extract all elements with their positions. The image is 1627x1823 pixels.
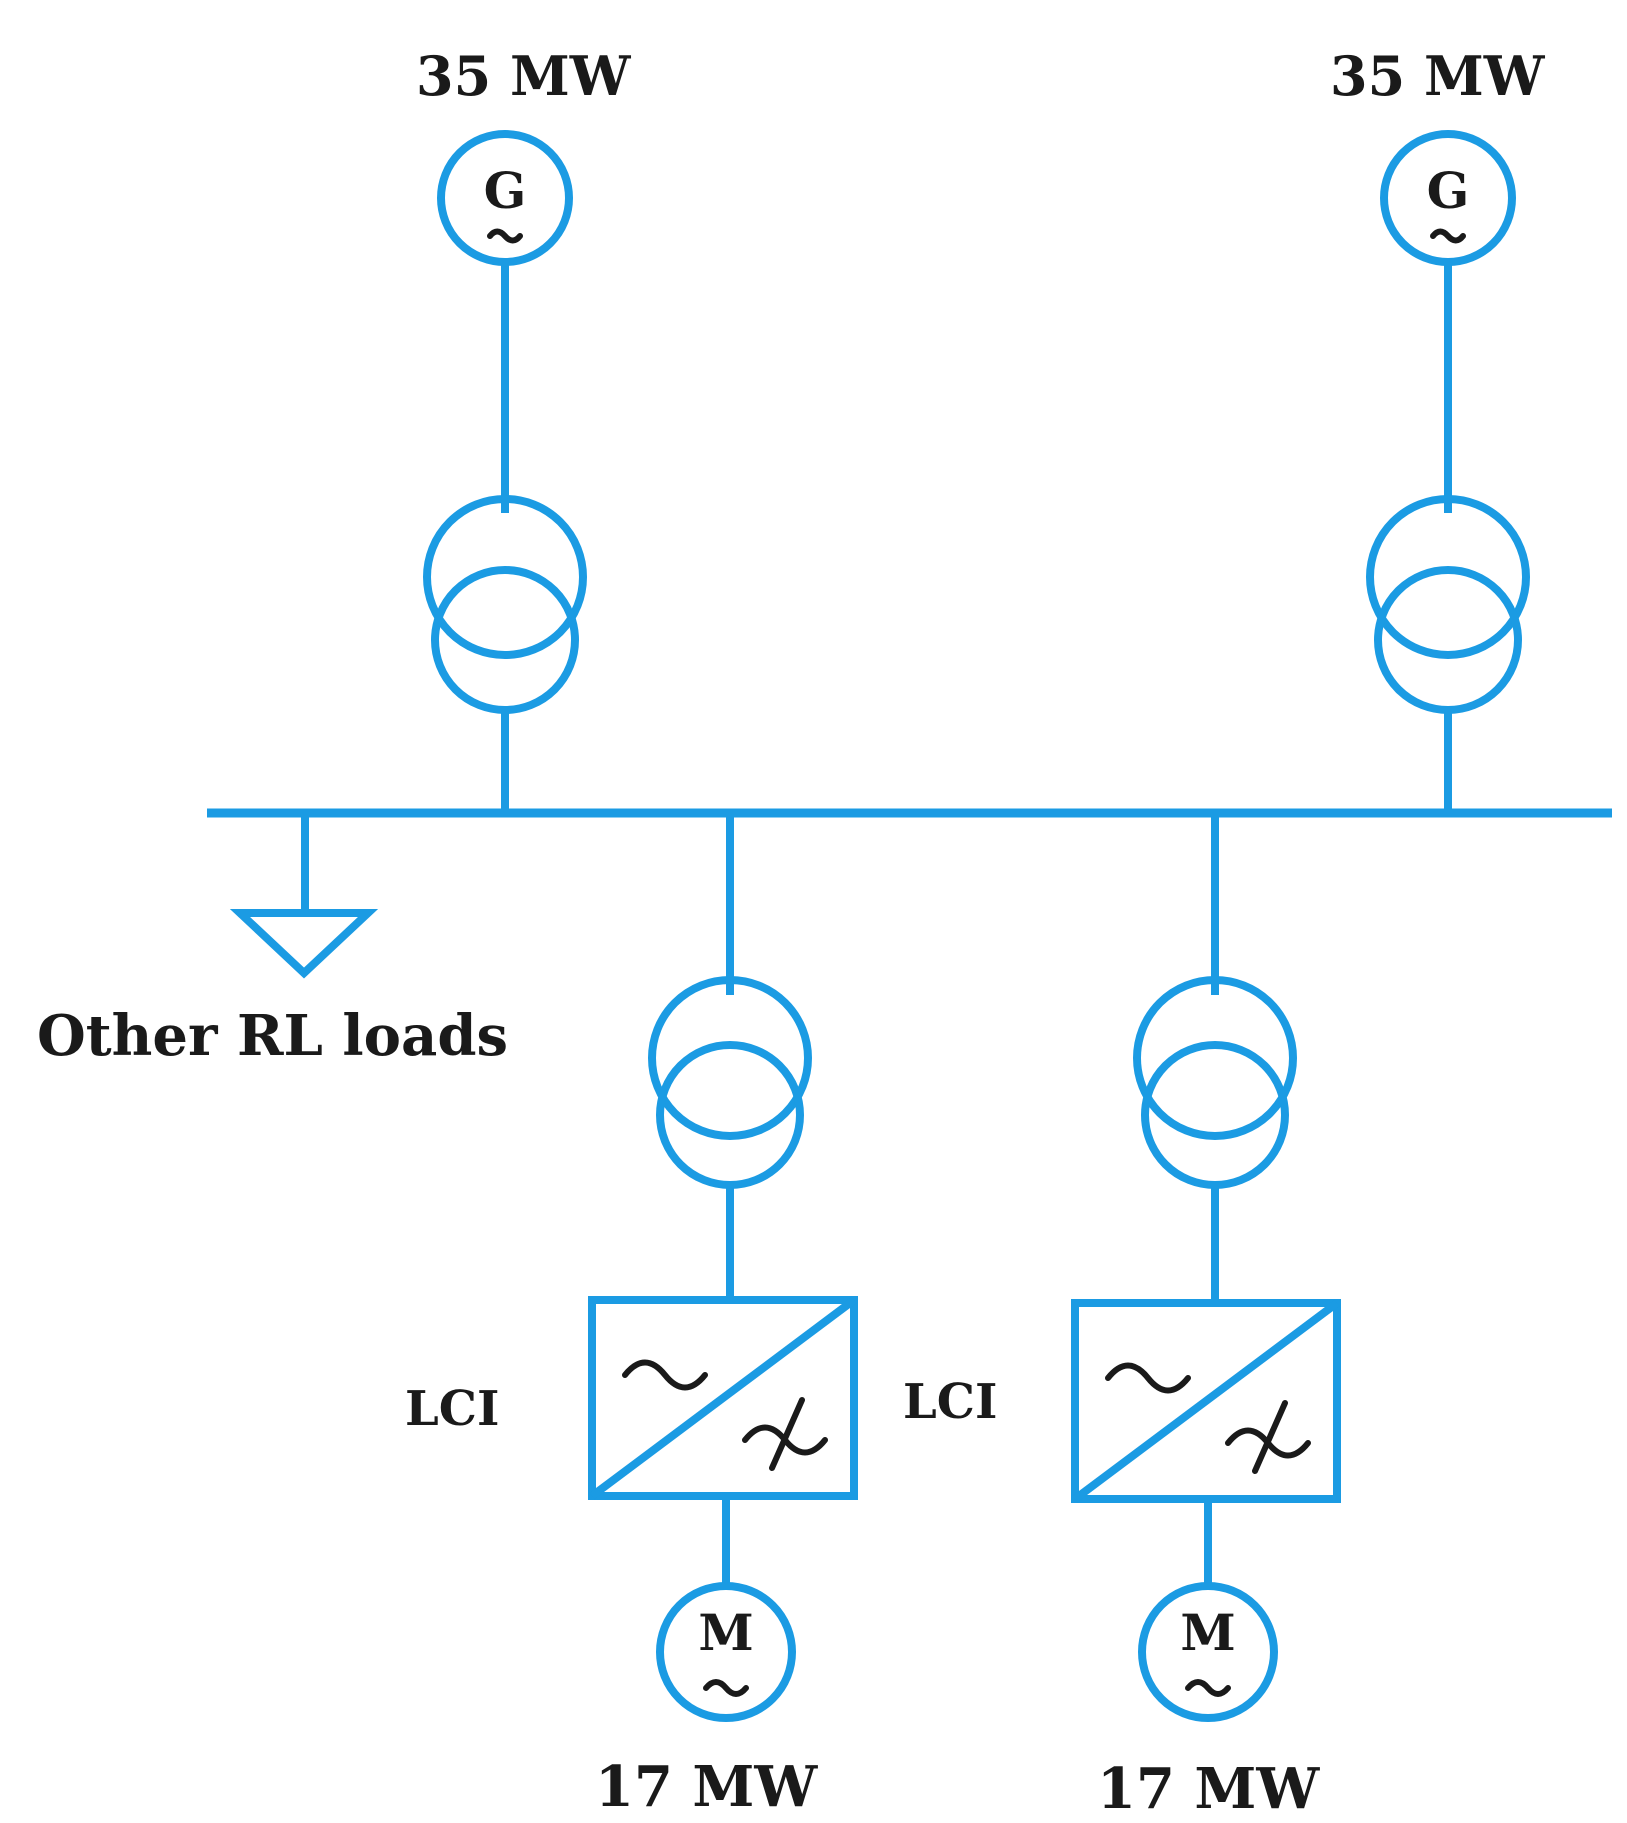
rl-load-branch: Other RL loads xyxy=(37,813,508,1069)
generator-1-ac-tilde-icon xyxy=(487,228,523,244)
generator-1-feeder: 35 MW G xyxy=(416,44,632,813)
generator-1-rating: 35 MW xyxy=(416,44,632,108)
lci-converter-2-label: LCI xyxy=(903,1374,997,1430)
transformer-4-icon xyxy=(1133,976,1297,1189)
transformer-2-icon xyxy=(1366,495,1530,714)
transformer-1-icon xyxy=(423,495,587,714)
lci-converter-2-icon xyxy=(1071,1299,1341,1503)
motor-2-icon xyxy=(1138,1582,1278,1722)
load-triangle-icon xyxy=(229,909,379,979)
motor-1-ac-tilde-icon xyxy=(703,1679,749,1697)
motor-2-ac-tilde-icon xyxy=(1185,1679,1231,1697)
lci-converter-1-label: LCI xyxy=(405,1381,499,1437)
motor-2-rating: 17 MW xyxy=(1097,1756,1320,1822)
motor-2-symbol: M xyxy=(1180,1603,1235,1662)
generator-2-rating: 35 MW xyxy=(1330,44,1546,108)
lci-converter-1-icon xyxy=(588,1296,858,1500)
motor-1-rating: 17 MW xyxy=(595,1754,818,1820)
motor-1-symbol: M xyxy=(698,1603,753,1662)
generator-2-feeder: 35 MW G xyxy=(1330,44,1546,813)
generator-2-ac-tilde-icon xyxy=(1430,228,1466,244)
transformer-3-icon xyxy=(648,976,812,1189)
drive-2-feeder: LCI M 17 MW xyxy=(903,813,1341,1822)
drive-1-feeder: LCI M 17 MW xyxy=(405,813,858,1820)
motor-1-icon xyxy=(656,1582,796,1722)
rl-load-label: Other RL loads xyxy=(37,1003,508,1069)
generator-1-symbol: G xyxy=(484,161,527,220)
generator-2-symbol: G xyxy=(1427,161,1470,220)
